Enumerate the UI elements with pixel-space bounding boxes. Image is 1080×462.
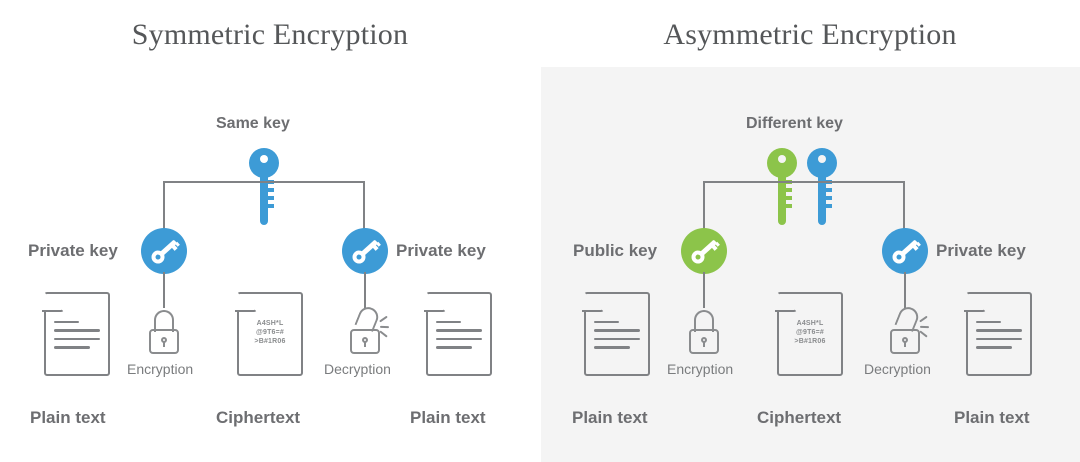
different-key-heading: Different key [746,115,843,132]
decryption-label: Decryption [324,361,391,377]
document-icon-plaintext-2 [424,290,492,379]
document-icon-ciphertext: A4SH*L @9T6=# >B#1R06 [775,290,843,379]
bottom-label-plaintext-2: Plain text [954,408,1030,427]
public-key-connector [703,272,705,308]
key-icon [249,148,289,228]
document-icon-plaintext-1 [42,290,110,379]
key-distribution-bracket [163,181,365,233]
padlock-closed-icon [687,310,721,354]
document-icon-ciphertext: A4SH*L @9T6=# >B#1R06 [235,290,303,379]
same-key-heading: Same key [216,115,290,132]
bottom-label-plaintext-2: Plain text [410,408,486,427]
right-key-connector [364,272,366,308]
document-icon-plaintext-1 [582,290,650,379]
public-key-label: Public key [573,241,658,260]
panel-title-symmetric: Symmetric Encryption [131,18,409,51]
padlock-open-icon [348,304,390,354]
encryption-label: Encryption [667,361,734,377]
ciphertext-line-3: >B#1R06 [794,337,826,345]
left-key-label: Private key [28,241,118,260]
right-key-label: Private key [396,241,486,260]
private-key-label: Private key [936,241,1026,260]
key-badge-icon-left [141,228,187,274]
asymmetric-diagram: Different key [540,0,1080,462]
bottom-label-ciphertext: Ciphertext [757,408,842,427]
key-badge-icon-right [342,228,388,274]
key-badge-icon-public [681,228,727,274]
ciphertext-line-1: A4SH*L [796,319,824,327]
symmetric-diagram: Same key [28,115,492,427]
ciphertext-line-3: >B#1R06 [254,337,286,345]
key-icon-private [807,148,847,228]
padlock-closed-icon [147,310,181,354]
panel-background-asymmetric [541,67,1080,462]
bottom-label-ciphertext: Ciphertext [216,408,301,427]
left-key-connector [163,272,165,308]
decryption-label: Decryption [864,361,931,377]
bottom-label-plaintext-1: Plain text [30,408,106,427]
key-badge-icon-private [882,228,928,274]
panel-title-asymmetric: Asymmetric Encryption [663,18,957,51]
ciphertext-line-2: @9T6=# [795,328,825,336]
panel-symmetric: Symmetric Encryption Same key [28,18,492,427]
panel-asymmetric: Asymmetric Encryption Different key [540,0,1080,462]
private-key-connector [904,272,906,308]
ciphertext-line-2: @9T6=# [255,328,285,336]
padlock-open-icon [888,304,930,354]
encryption-label: Encryption [127,361,194,377]
ciphertext-line-1: A4SH*L [256,319,284,327]
bottom-label-plaintext-1: Plain text [572,408,648,427]
document-icon-plaintext-2 [964,290,1032,379]
key-distribution-bracket [703,181,905,233]
